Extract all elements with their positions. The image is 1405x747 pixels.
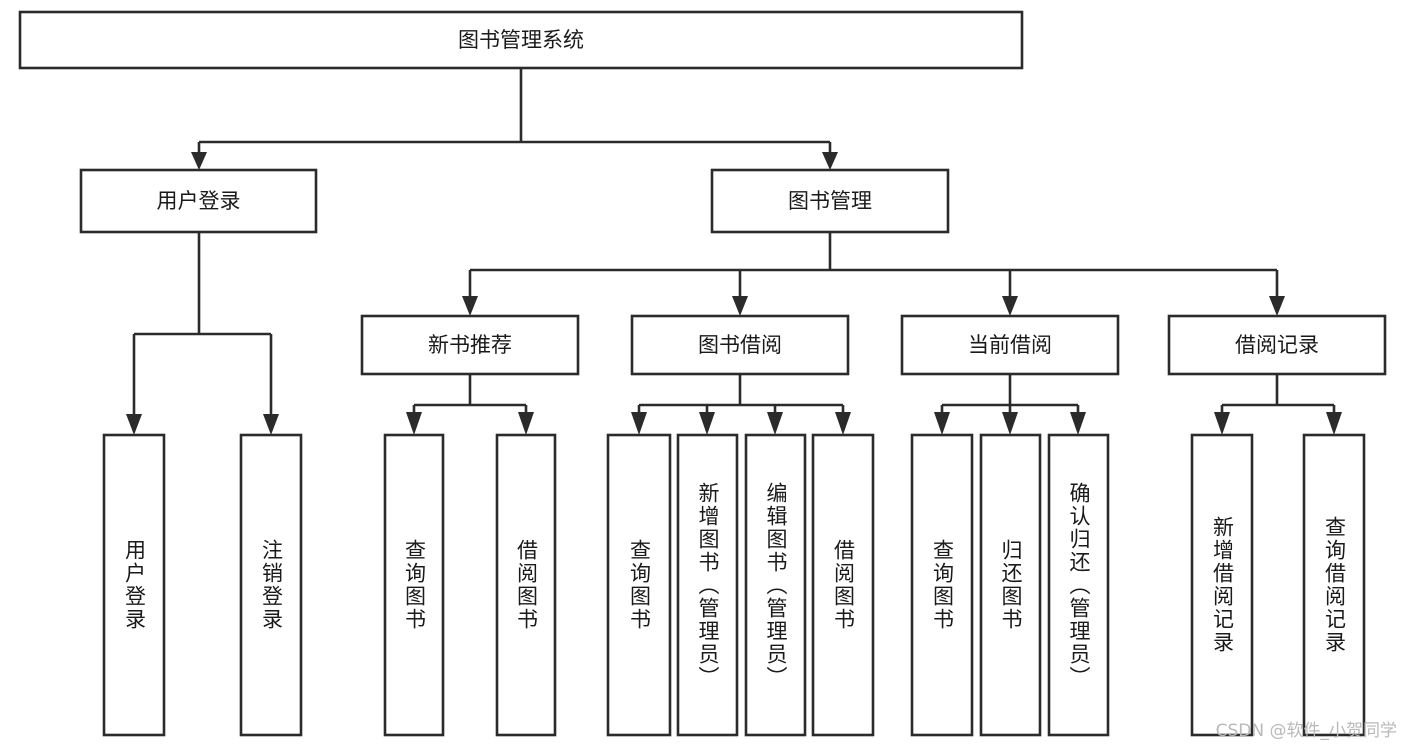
arrow-to-new-book-recommend (462, 296, 478, 316)
leaf-box-edit-book[interactable] (744, 433, 807, 737)
arrow-to-leaf-user-login (126, 414, 142, 435)
node-new-book-recommend[interactable]: 新书推荐 (360, 314, 580, 376)
arrow-to-leaf-return-book (1002, 412, 1018, 435)
arrow-to-user-login (191, 152, 207, 170)
connector-new-book-recommend-to-leaves (406, 374, 534, 435)
connector-book-management-to-level3 (462, 232, 1285, 316)
node-user-login-label: 用户登录 (157, 189, 241, 213)
arrow-to-leaf-add-record (1214, 412, 1230, 435)
arrow-to-leaf-logout (263, 414, 279, 435)
node-current-borrow-box[interactable] (900, 314, 1120, 376)
connector-current-borrow-to-leaves (934, 374, 1086, 435)
node-book-borrow[interactable]: 图书借阅 (630, 314, 850, 376)
arrow-to-leaf-edit-book (767, 412, 783, 435)
leaf-box-logout[interactable] (239, 433, 303, 737)
arrow-to-borrow-record (1269, 296, 1285, 316)
node-book-management[interactable]: 图书管理 (710, 168, 950, 234)
arrow-to-leaf-query-record (1326, 412, 1342, 435)
node-current-borrow-label: 当前借阅 (968, 333, 1052, 357)
leaf-box-user-login[interactable] (102, 433, 166, 737)
arrow-to-leaf-confirm-return (1070, 412, 1086, 435)
connector-book-borrow-to-leaves (631, 374, 851, 435)
leaf-box-add-record[interactable] (1190, 433, 1254, 737)
arrow-to-leaf-query-book-2 (631, 412, 647, 435)
node-borrow-record[interactable]: 借阅记录 (1167, 314, 1387, 376)
arrow-to-book-borrow (732, 296, 748, 316)
node-book-borrow-label: 图书借阅 (698, 333, 782, 357)
node-root[interactable]: 图书管理系统 (18, 10, 1024, 70)
arrow-to-leaf-add-book (699, 412, 715, 435)
arrow-to-leaf-borrow-book-2 (835, 412, 851, 435)
connector-root-to-level2 (191, 68, 838, 170)
node-new-book-recommend-label: 新书推荐 (428, 333, 512, 357)
node-current-borrow[interactable]: 当前借阅 (900, 314, 1120, 376)
node-book-management-label: 图书管理 (788, 189, 872, 213)
arrow-to-leaf-query-book-3 (934, 412, 950, 435)
connector-borrow-record-to-leaves (1214, 374, 1342, 435)
node-borrow-record-label: 借阅记录 (1235, 333, 1319, 357)
leaf-box-query-book-3[interactable] (910, 433, 974, 737)
connector-user-login-to-leaves (126, 232, 279, 435)
leaf-box-query-record[interactable] (1302, 433, 1366, 737)
node-user-login-box[interactable] (79, 168, 318, 234)
arrow-to-current-borrow (1002, 296, 1018, 316)
leaf-box-add-book[interactable] (676, 433, 739, 737)
leaf-box-confirm-return[interactable] (1047, 433, 1110, 737)
node-user-login[interactable]: 用户登录 (79, 168, 318, 234)
leaf-box-return-book[interactable] (979, 433, 1042, 737)
node-root-box[interactable] (18, 10, 1024, 70)
leaf-box-query-book-1[interactable] (383, 433, 445, 737)
arrow-to-leaf-query-book-1 (406, 412, 422, 435)
leaf-box-query-book-2[interactable] (606, 433, 672, 737)
arrow-to-leaf-borrow-book-1 (518, 412, 534, 435)
leaf-box-borrow-book-1[interactable] (495, 433, 557, 737)
node-root-label: 图书管理系统 (458, 28, 584, 52)
leaf-box-borrow-book-2[interactable] (811, 433, 875, 737)
arrow-to-book-management (822, 152, 838, 170)
node-new-book-recommend-box[interactable] (360, 314, 580, 376)
